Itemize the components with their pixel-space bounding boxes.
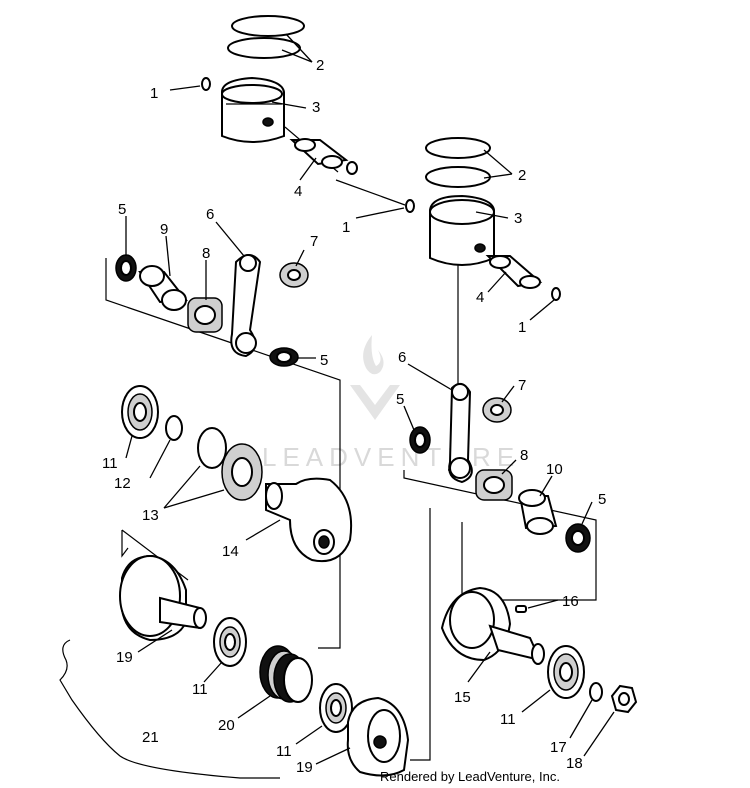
callout-6b: 6 [398,349,406,366]
callout-1a: 1 [150,85,158,102]
washer-17 [589,682,603,702]
callout-3a: 3 [312,99,320,116]
bracket-21 [59,639,280,779]
callout-13: 13 [142,507,159,524]
callout-5b: 5 [320,352,328,369]
callout-7b: 7 [518,377,526,394]
crank-lower [119,554,410,777]
callout-4a: 4 [294,183,302,200]
circlip-right-2 [551,287,561,301]
callout-21: 21 [142,729,159,746]
conrod-assembly-right [409,382,591,553]
callout-19b: 19 [296,759,313,776]
guide-lines [105,126,597,761]
oil-seal-13a [197,427,227,469]
callout-5a: 5 [118,201,126,218]
callout-11d: 11 [500,711,516,728]
piston-ring-left-top [231,15,305,37]
callout-labels: 1 2 3 4 1 2 3 4 1 5 9 6 8 7 5 6 7 5 8 10… [102,57,606,776]
callout-18: 18 [566,755,583,772]
leader-lines [125,33,615,765]
callout-2a: 2 [316,57,324,74]
conrod-assembly-left [115,254,309,367]
callout-15: 15 [454,689,471,706]
piston-assembly-right [405,137,561,301]
snap-ring-12 [165,415,183,441]
crank-half-right [440,586,638,714]
callout-1c: 1 [518,319,526,336]
callout-7a: 7 [310,233,318,250]
callout-3b: 3 [514,210,522,227]
piston-ring-right-top [425,137,491,159]
labyrinth-seal-20 [259,645,313,703]
piston-ring-left-bottom [227,37,301,59]
callout-20: 20 [218,717,235,734]
piston-ring-right-bottom [425,166,491,188]
callout-12: 12 [114,475,131,492]
callout-14: 14 [222,543,239,560]
callout-16: 16 [562,593,579,610]
callout-11c: 11 [276,743,292,760]
piston-left-crown [221,84,283,104]
circlip-left-1 [201,77,211,91]
key-16 [515,605,527,613]
callout-8b: 8 [520,447,528,464]
watermark: LEADVENTURE [262,335,520,472]
callout-9: 9 [160,221,168,238]
callout-5d: 5 [598,491,606,508]
callout-11a: 11 [102,455,118,472]
piston-assembly-left [201,15,358,175]
callout-1b: 1 [342,219,350,236]
crank-half-left [121,385,353,562]
callout-10: 10 [546,461,563,478]
circlip-left-2 [346,161,358,175]
watermark-text: LEADVENTURE [262,442,520,472]
credit-text: Rendered by LeadVenture, Inc. [380,769,560,784]
callout-17: 17 [550,739,567,756]
circlip-right-1 [405,199,415,213]
callout-19a: 19 [116,649,133,666]
callout-5c: 5 [396,391,404,408]
callout-11b: 11 [192,681,208,698]
callout-4b: 4 [476,289,484,306]
callout-6a: 6 [206,206,214,223]
callout-8a: 8 [202,245,210,262]
callout-2b: 2 [518,167,526,184]
